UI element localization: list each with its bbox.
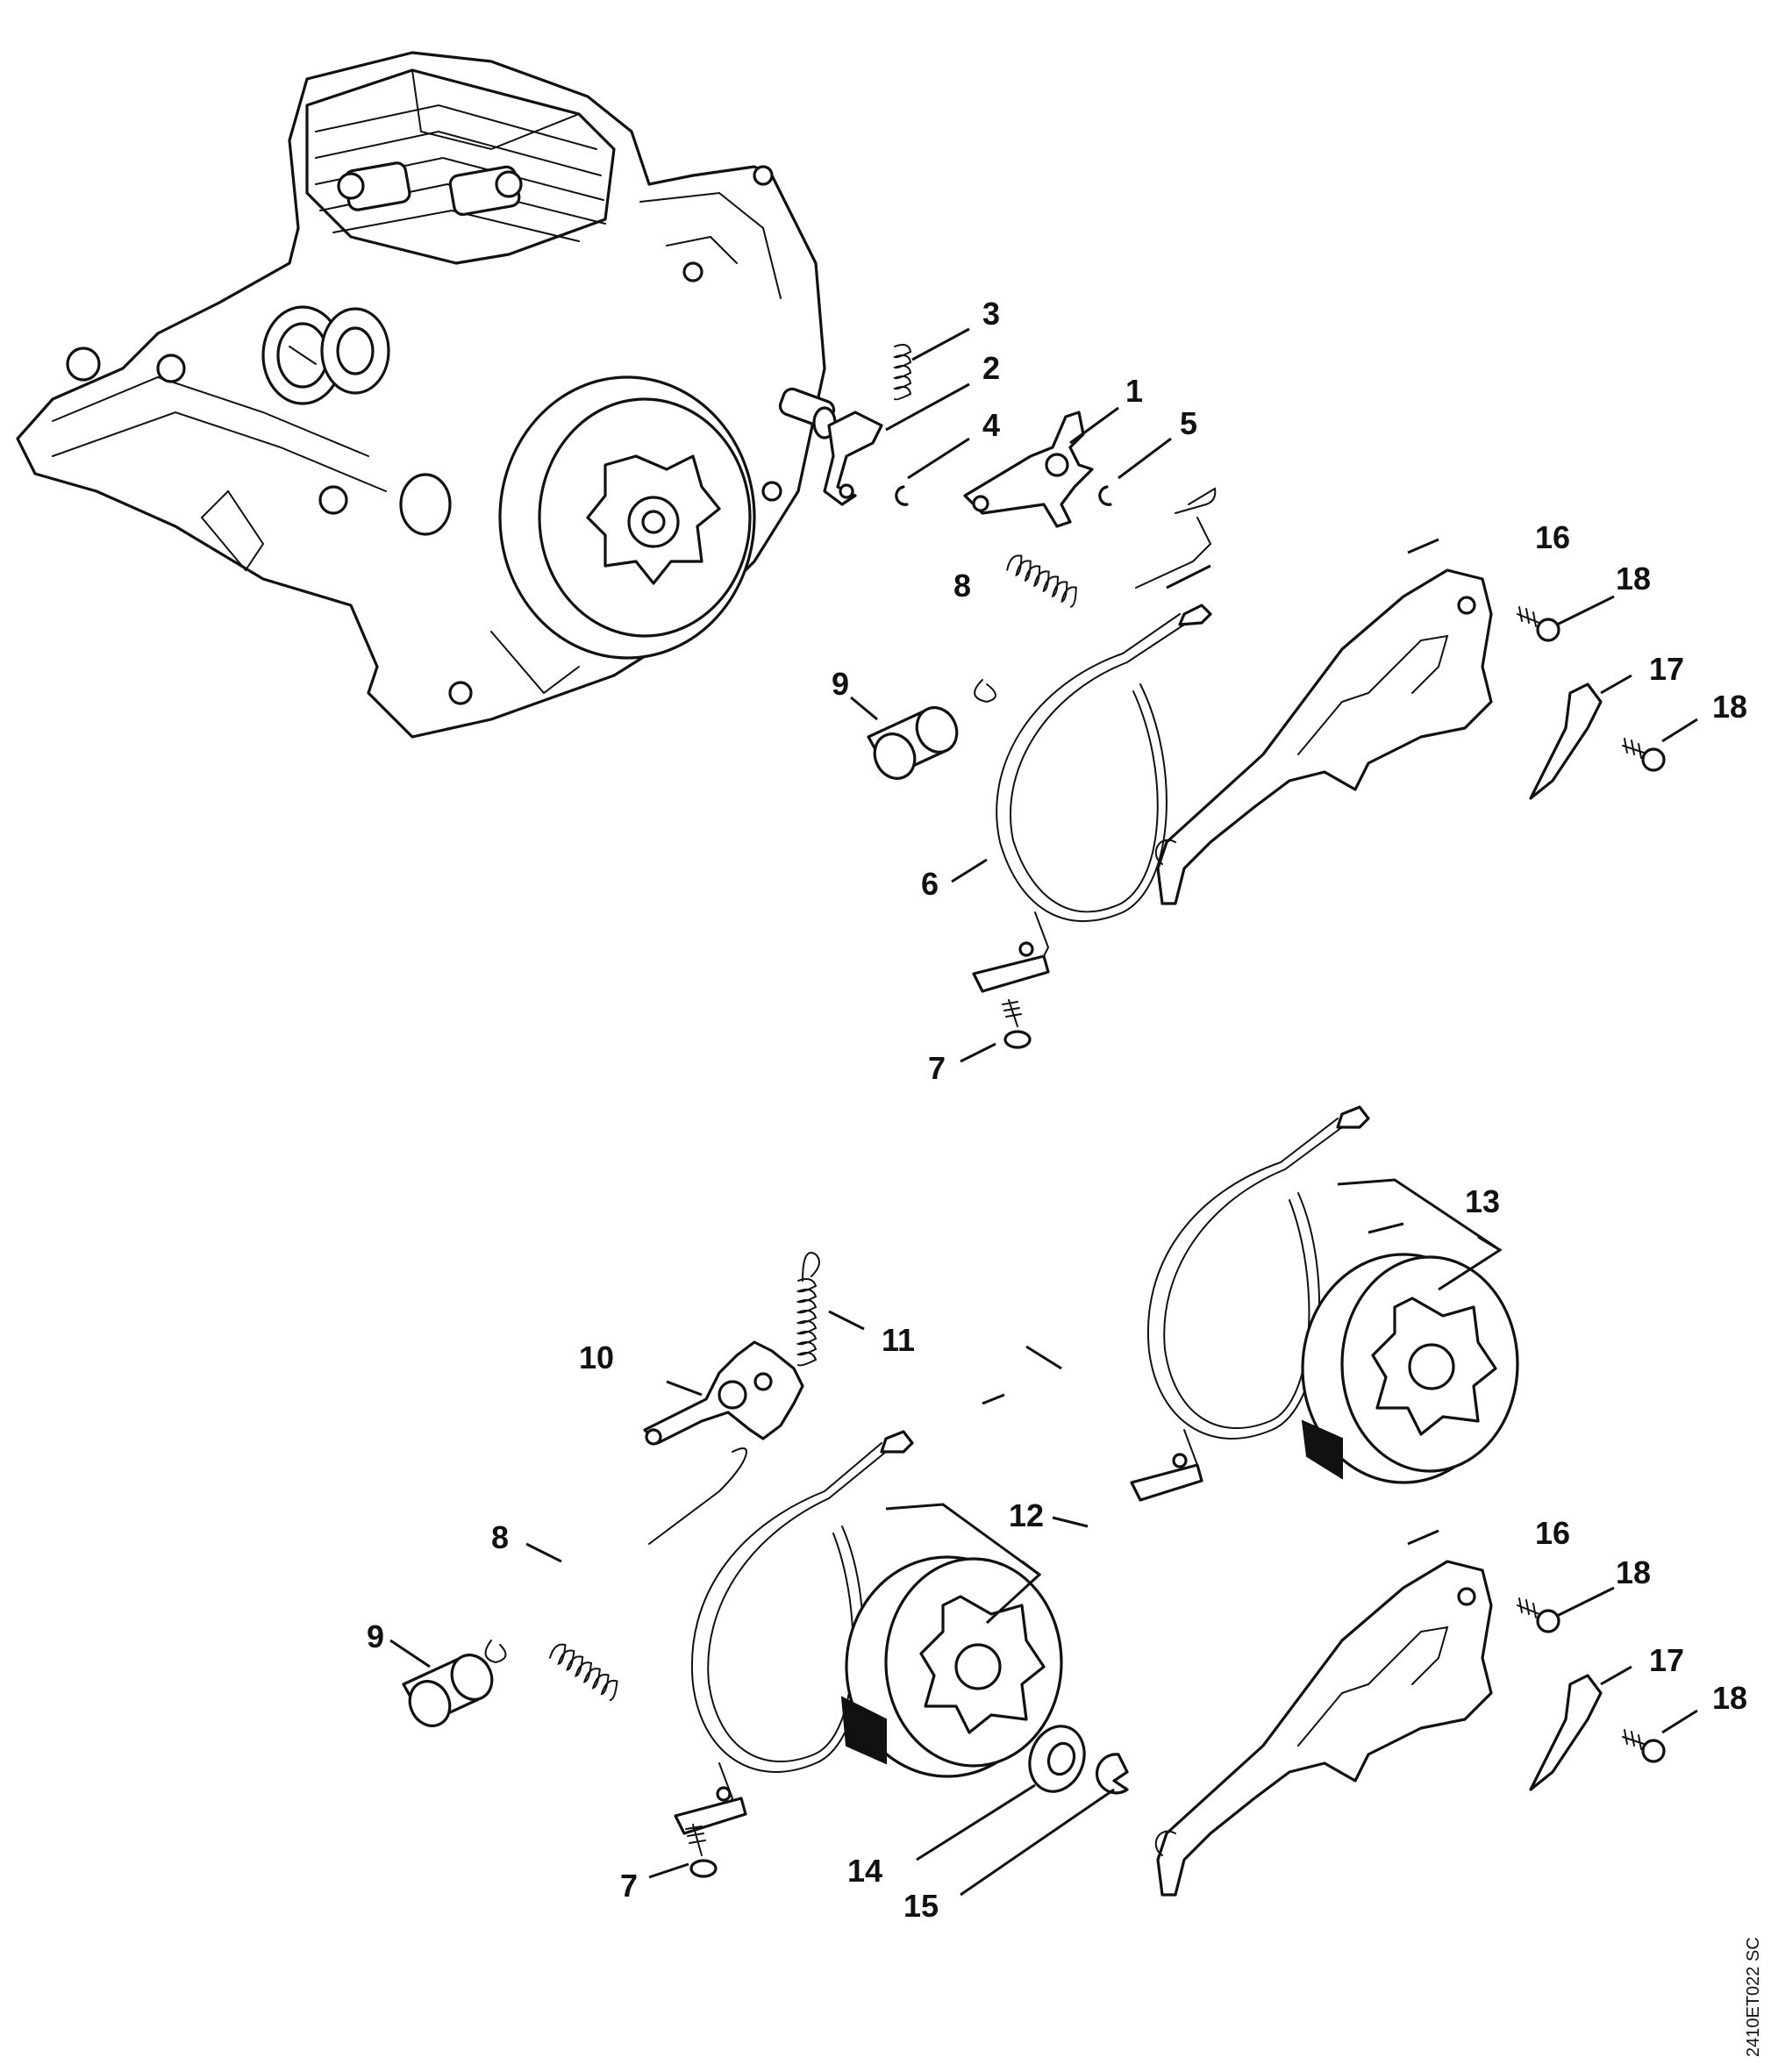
part-16-hand-guard-top: [1154, 568, 1493, 905]
callout-8: 8: [953, 568, 971, 604]
callout-18: 18: [1712, 1680, 1747, 1716]
callout-7: 7: [620, 1868, 638, 1904]
callout-11: 11: [882, 1322, 915, 1358]
part-14-washer: [1028, 1725, 1086, 1793]
part-2-lever: [823, 411, 883, 506]
part-6-brake-band-top: [972, 604, 1212, 993]
callout-9: 9: [367, 1618, 384, 1654]
callout-17: 17: [1649, 651, 1684, 687]
part-16-hand-guard-bottom: [1154, 1560, 1493, 1897]
part-18-screw-top-b: [1622, 738, 1666, 772]
callout-3: 3: [982, 296, 1000, 332]
part-7-screw-bottom: [685, 1824, 718, 1878]
callout-5: 5: [1180, 405, 1197, 441]
part-18-screw-top-a: [1517, 606, 1560, 642]
callout-13: 13: [1465, 1183, 1500, 1219]
part-18-screw-bottom-a: [1517, 1597, 1560, 1633]
part-12-brake-band-drum: [674, 1430, 1063, 1835]
part-10-brake-lever: [643, 1340, 804, 1446]
callout-4: 4: [982, 407, 1000, 443]
callouts: 3 2 4 1 5 8 9 6 7 16 18 17 18 11 10 13 1…: [367, 296, 1747, 1924]
part-8-tension-spring-top: [974, 487, 1217, 704]
callout-12: 12: [1009, 1497, 1044, 1533]
part-15-clip: [1096, 1753, 1129, 1795]
part-9-bushing-top: [867, 706, 959, 780]
callout-18: 18: [1616, 1554, 1651, 1590]
part-17-cover-bottom: [1529, 1674, 1603, 1791]
callout-18: 18: [1616, 561, 1651, 597]
callout-9: 9: [832, 666, 849, 702]
callout-16: 16: [1535, 1515, 1570, 1551]
part-11-spring: [796, 1252, 820, 1367]
callout-1: 1: [1125, 373, 1143, 409]
part-17-cover-top: [1529, 682, 1603, 800]
callout-14: 14: [847, 1853, 882, 1889]
leader-lines: [389, 327, 1698, 1897]
part-13-brake-band-drum: [1130, 1105, 1519, 1502]
part-9-bushing-bottom: [402, 1654, 494, 1727]
callout-2: 2: [982, 350, 1000, 386]
part-3-spring: [893, 344, 912, 401]
callout-10: 10: [579, 1340, 614, 1375]
callout-17: 17: [1649, 1642, 1684, 1678]
diagram-code: 2410ET022 SC: [1744, 1937, 1763, 2057]
part-5-clip: [1098, 485, 1112, 506]
engine-crankcase: [16, 51, 837, 739]
callout-8: 8: [491, 1519, 509, 1555]
callout-18: 18: [1712, 689, 1747, 725]
callout-7: 7: [928, 1050, 946, 1086]
callout-16: 16: [1535, 519, 1570, 555]
part-1-brake-lever: [963, 411, 1094, 528]
callout-6: 6: [921, 866, 939, 902]
callout-15: 15: [903, 1888, 939, 1924]
part-8-tension-spring-bottom: [484, 1447, 747, 1701]
part-18-screw-bottom-b: [1622, 1729, 1666, 1763]
part-7-screw-top: [1002, 999, 1032, 1049]
part-4-clip: [895, 485, 909, 506]
